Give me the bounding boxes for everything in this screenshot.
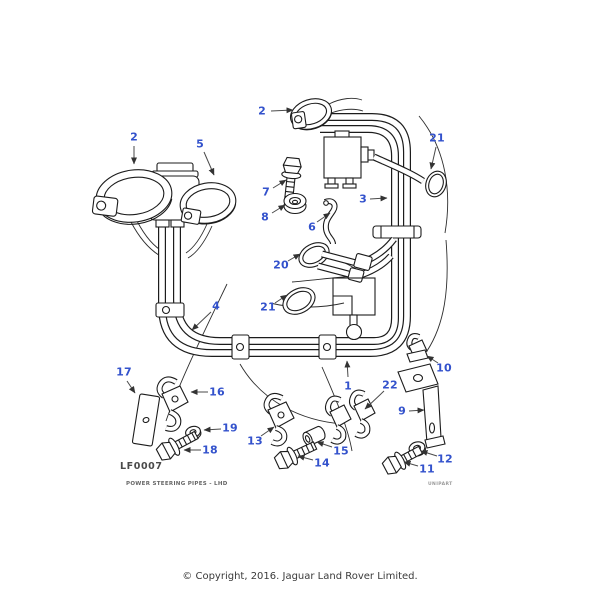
hose-clamp-top: [289, 98, 333, 131]
pipe-clamp-block: [231, 334, 250, 360]
callout-leader-17: [126, 380, 136, 394]
callout-20[interactable]: 20: [273, 258, 289, 272]
bracket-strap: [322, 198, 338, 245]
callout-leader-1: [344, 360, 351, 378]
callout-leader-4: [191, 311, 212, 331]
callout-leader-6: [316, 212, 331, 223]
callout-10[interactable]: 10: [436, 361, 452, 375]
callout-4[interactable]: 4: [212, 299, 220, 313]
callout-14[interactable]: 14: [314, 456, 330, 470]
callout-2[interactable]: 2: [130, 130, 138, 144]
o-ring-21-upper: [425, 170, 447, 198]
callout-leader-2: [270, 107, 294, 114]
pipe-clamp-block: [318, 334, 337, 360]
callout-2[interactable]: 2: [258, 104, 266, 118]
hose-clamp-left: [91, 169, 173, 225]
callout-6[interactable]: 6: [308, 220, 316, 234]
grommet-8: [283, 192, 307, 215]
brand-unipart: UNIPART: [428, 482, 453, 487]
callout-22[interactable]: 22: [382, 378, 398, 392]
callout-7[interactable]: 7: [262, 185, 270, 199]
callout-leader-15: [316, 441, 333, 448]
callout-leader-12: [420, 450, 438, 457]
callout-leader-3: [369, 195, 388, 202]
callout-leader-5: [203, 151, 215, 176]
callout-11[interactable]: 11: [419, 462, 435, 476]
double-pipe-clip-22: [325, 389, 376, 445]
pipe-clip-13: [263, 392, 295, 447]
callout-12[interactable]: 12: [437, 452, 453, 466]
callout-9[interactable]: 9: [398, 404, 406, 418]
flange-bolt-14: [273, 441, 318, 470]
pipe-clip-16: [156, 376, 189, 432]
callout-13[interactable]: 13: [247, 434, 263, 448]
support-bracket-9: [397, 363, 446, 449]
pump-unit: [323, 130, 375, 189]
flange-bolt-18: [155, 430, 199, 461]
diagram-title: POWER STEERING PIPES - LHD: [126, 481, 228, 487]
spacer-bush-15: [302, 425, 326, 447]
callout-leader-21: [429, 146, 437, 170]
o-ring-20: [298, 242, 330, 268]
callout-16[interactable]: 16: [209, 385, 225, 399]
hose-clamp-right: [179, 182, 237, 225]
callout-18[interactable]: 18: [202, 443, 218, 457]
valve-assembly: [317, 236, 397, 341]
mounting-plate: [131, 393, 161, 447]
steering-pipes: [155, 108, 422, 360]
callout-3[interactable]: 3: [359, 192, 367, 206]
callout-1[interactable]: 1: [344, 379, 352, 393]
callout-5[interactable]: 5: [196, 137, 204, 151]
callout-leader-8: [271, 204, 286, 214]
callout-leader-21: [274, 294, 288, 304]
diagram-code: LF0007: [120, 461, 163, 472]
callout-17[interactable]: 17: [116, 365, 132, 379]
callout-21[interactable]: 21: [260, 300, 276, 314]
o-ring-21-lower: [282, 287, 316, 315]
callout-8[interactable]: 8: [261, 210, 269, 224]
callout-leader-14: [297, 454, 314, 461]
callout-leader-11: [403, 460, 419, 467]
pipe-clip-10: [406, 333, 429, 363]
callout-leader-13: [260, 426, 275, 437]
callout-leader-22: [364, 390, 385, 410]
callout-leader-9: [408, 407, 425, 414]
flange-bolt-11: [381, 445, 424, 475]
pump-hose: [372, 153, 425, 184]
copyright-notice: © Copyright, 2016. Jaguar Land Rover Lim…: [182, 571, 418, 582]
callout-leaders: [126, 107, 439, 467]
pipe-clamp-block: [155, 302, 185, 318]
pipe-bar-bracket: [372, 225, 422, 239]
callout-leader-7: [272, 179, 287, 189]
callout-19[interactable]: 19: [222, 421, 238, 435]
callout-15[interactable]: 15: [333, 444, 349, 458]
callout-21[interactable]: 21: [429, 131, 445, 145]
callout-leader-19: [203, 426, 222, 433]
callout-leader-10: [426, 355, 439, 364]
callout-leader-20: [287, 253, 301, 262]
